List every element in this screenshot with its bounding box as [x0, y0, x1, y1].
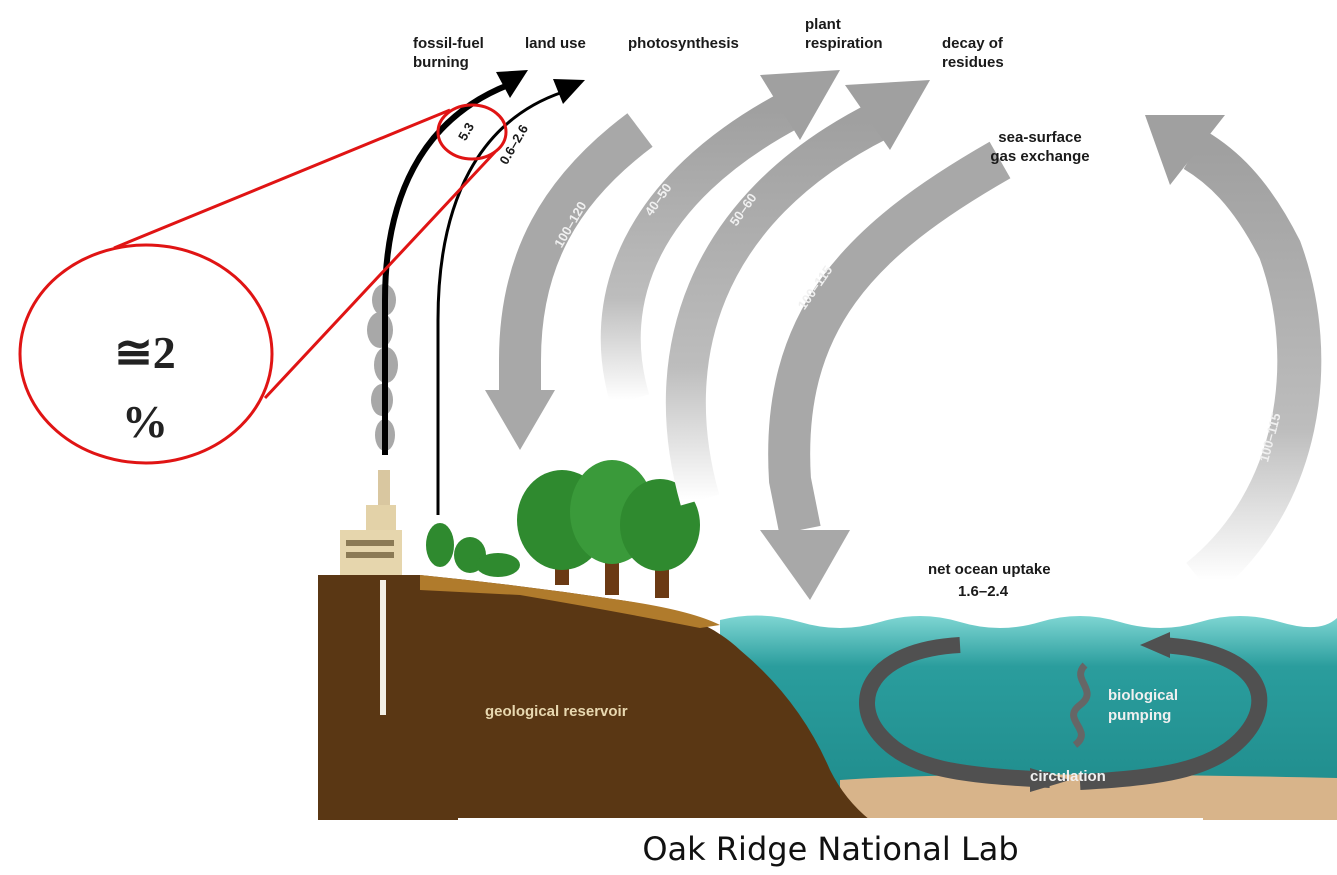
plant-respiration-arrow	[600, 70, 840, 406]
label-sea-surface: sea-surface gas exchange	[990, 129, 1090, 165]
fossil-fuel-arrow	[382, 70, 528, 455]
red-callout	[18, 103, 508, 465]
label-circulation: circulation	[1030, 768, 1106, 785]
caption: Oak Ridge National Lab	[642, 830, 1019, 868]
land-soil	[318, 575, 870, 820]
label-net-ocean-uptake: net ocean uptake	[928, 561, 1051, 578]
label-pumping: pumping	[1108, 707, 1172, 724]
label-photosynthesis: photosynthesis	[628, 35, 739, 52]
label-plant-respiration: plant respiration	[805, 16, 883, 52]
callout-approx-line1: ≅2	[114, 327, 176, 378]
trees	[517, 460, 700, 598]
ocean-down-arrow	[760, 141, 1011, 600]
factory	[340, 470, 402, 575]
land-use-arrow	[436, 79, 585, 515]
label-land-use: land use	[525, 35, 586, 52]
circulation-loop	[859, 637, 1268, 790]
label-biological: biological	[1108, 687, 1179, 704]
biological-spiral	[1070, 662, 1091, 748]
land-topsoil	[420, 575, 720, 628]
label-fossil-fuel: fossil-fuel burning	[413, 35, 484, 71]
circulation-arrowhead-right	[1140, 632, 1170, 658]
decay-arrow	[665, 80, 930, 506]
ocean-up-arrow	[1145, 115, 1322, 598]
label-geological-reservoir: geological reservoir	[485, 703, 628, 720]
photosynthesis-arrow	[485, 113, 653, 450]
value-net-ocean-uptake: 1.6–2.4	[958, 583, 1009, 600]
label-decay-of-residues: decay of residues	[942, 35, 1004, 71]
well-shaft	[380, 580, 386, 715]
ocean-floor	[840, 774, 1337, 820]
caption-box	[458, 818, 1203, 875]
callout-approx-line2: %	[122, 396, 168, 447]
shrubs	[426, 523, 520, 577]
circulation-arrowhead-left	[1030, 768, 1070, 792]
